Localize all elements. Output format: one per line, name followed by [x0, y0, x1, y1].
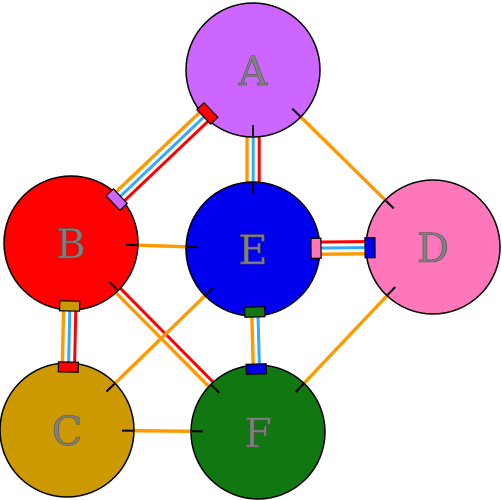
edge-tick [210, 384, 221, 394]
edge-badge [105, 188, 129, 212]
node-label: F [244, 411, 272, 457]
edge-badge [58, 300, 81, 312]
node-label: B [56, 222, 85, 268]
node-label: E [238, 228, 267, 274]
node-label: D [417, 226, 449, 272]
edge-tick [291, 107, 301, 117]
edge-tick [205, 286, 215, 296]
node-label: A [238, 49, 269, 95]
decor-layer [57, 101, 396, 433]
edge-badge [57, 361, 80, 373]
node-D: D [365, 179, 501, 315]
node-C: C [0, 362, 135, 498]
node-F: F [190, 364, 326, 500]
edge-tick [108, 281, 119, 291]
node-B: B [3, 175, 139, 311]
edge-tick [295, 383, 305, 393]
edge-badge [364, 237, 376, 259]
node-E: E [185, 181, 321, 317]
edge-badge [243, 306, 266, 318]
edge-badge [245, 363, 268, 375]
edge-badge [310, 237, 322, 259]
node-circle [185, 2, 321, 138]
node-A: A [185, 2, 321, 138]
node-label: C [52, 409, 83, 455]
edge-badge [195, 101, 219, 125]
edge-tick [105, 383, 115, 393]
edge-tick [385, 200, 395, 210]
edge-tick [386, 286, 396, 296]
